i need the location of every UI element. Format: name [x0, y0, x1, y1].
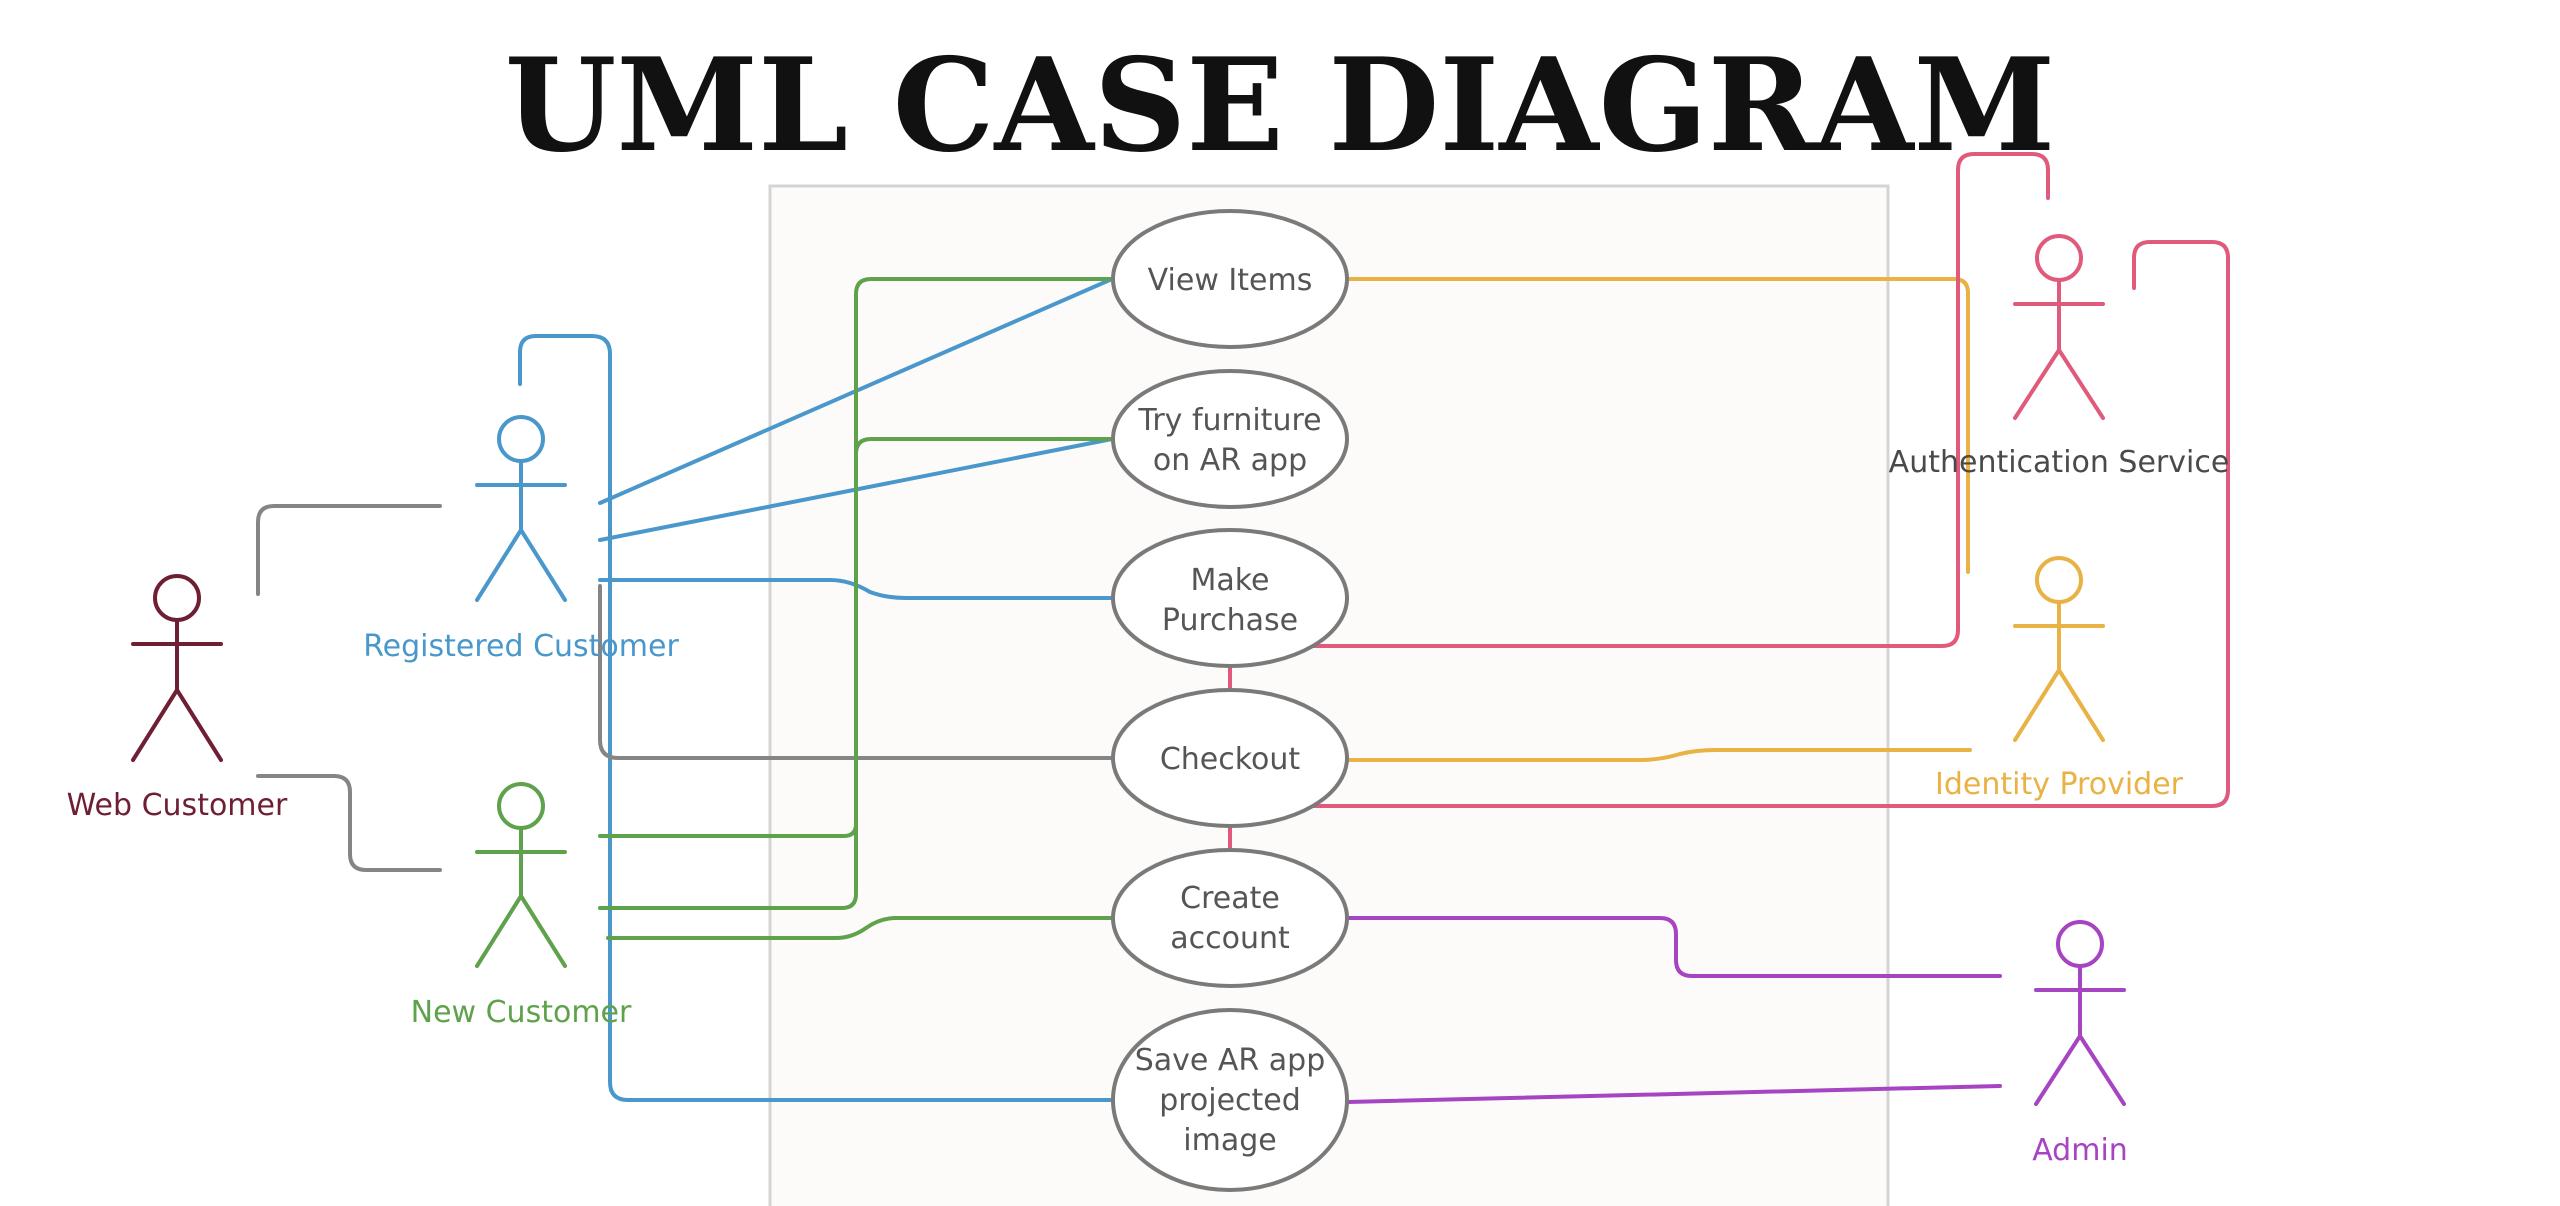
link-registered-make-purchase	[598, 578, 1114, 600]
stick-figure-icon	[475, 415, 567, 602]
use-case-save-ar-image-label-1: Save AR app	[1135, 1043, 1326, 1078]
stick-figure-icon	[475, 782, 567, 968]
actor-new-customer[interactable]	[475, 782, 567, 968]
use-case-try-furniture[interactable]: Try furniture on AR app	[1111, 369, 1349, 509]
generalization-web-to-registered	[256, 504, 442, 596]
actor-identity-provider[interactable]	[2013, 556, 2105, 742]
actors: Web Customer Registered Customer New Cus…	[67, 234, 2230, 1168]
use-cases: View Items Try furniture on AR app Make …	[1111, 209, 1349, 1192]
actor-registered-customer[interactable]	[475, 415, 567, 602]
actor-web-customer[interactable]	[131, 574, 223, 762]
link-registered-save-ar-image	[518, 334, 1114, 1102]
use-case-save-ar-image-label-3: image	[1183, 1123, 1276, 1158]
actor-web-customer-label: Web Customer	[67, 788, 288, 823]
use-case-view-items-label: View Items	[1148, 263, 1313, 298]
use-case-save-ar-image-label-2: projected	[1159, 1083, 1301, 1118]
stick-figure-icon	[2013, 234, 2105, 420]
use-case-checkout-label: Checkout	[1160, 742, 1301, 777]
use-case-try-furniture-label-1: Try furniture	[1137, 403, 1321, 438]
actor-admin-label: Admin	[2032, 1133, 2128, 1168]
actor-identity-provider-label: Identity Provider	[1935, 767, 2184, 802]
actor-registered-customer-label: Registered Customer	[363, 629, 679, 664]
system-boundary	[768, 184, 1890, 1206]
link-admin-create-account	[1346, 916, 2002, 978]
use-case-create-account-label-1: Create	[1180, 881, 1280, 916]
diagram-title: UML CASE DIAGRAM	[505, 31, 2056, 181]
actor-authentication-service-label: Authentication Service	[1889, 445, 2230, 480]
link-identity-view-items	[1346, 277, 1970, 574]
link-new-try-furniture	[598, 437, 1114, 910]
stick-figure-icon	[2013, 556, 2105, 742]
actor-authentication-service[interactable]	[2013, 234, 2105, 420]
use-case-save-ar-image[interactable]: Save AR app projected image	[1111, 1008, 1349, 1192]
use-case-checkout[interactable]: Checkout	[1111, 688, 1349, 828]
connections	[256, 152, 2230, 1104]
use-case-create-account-label-2: account	[1170, 921, 1290, 956]
link-registered-checkout	[598, 584, 1114, 760]
link-new-create-account	[606, 916, 1114, 940]
link-admin-save-ar-image	[1346, 1084, 2002, 1104]
stick-figure-icon	[2034, 920, 2126, 1106]
generalization-web-to-new	[256, 774, 442, 872]
use-case-make-purchase-label-2: Purchase	[1162, 603, 1298, 638]
stick-figure-icon	[131, 574, 223, 762]
use-case-try-furniture-label-2: on AR app	[1153, 443, 1307, 478]
actor-new-customer-label: New Customer	[411, 995, 632, 1030]
actor-admin[interactable]	[2034, 920, 2126, 1106]
use-case-make-purchase-label-1: Make	[1190, 563, 1269, 598]
use-case-view-items[interactable]: View Items	[1111, 209, 1349, 349]
link-identity-checkout	[1346, 748, 1972, 762]
use-case-make-purchase[interactable]: Make Purchase	[1111, 528, 1349, 668]
use-case-create-account[interactable]: Create account	[1111, 848, 1349, 988]
